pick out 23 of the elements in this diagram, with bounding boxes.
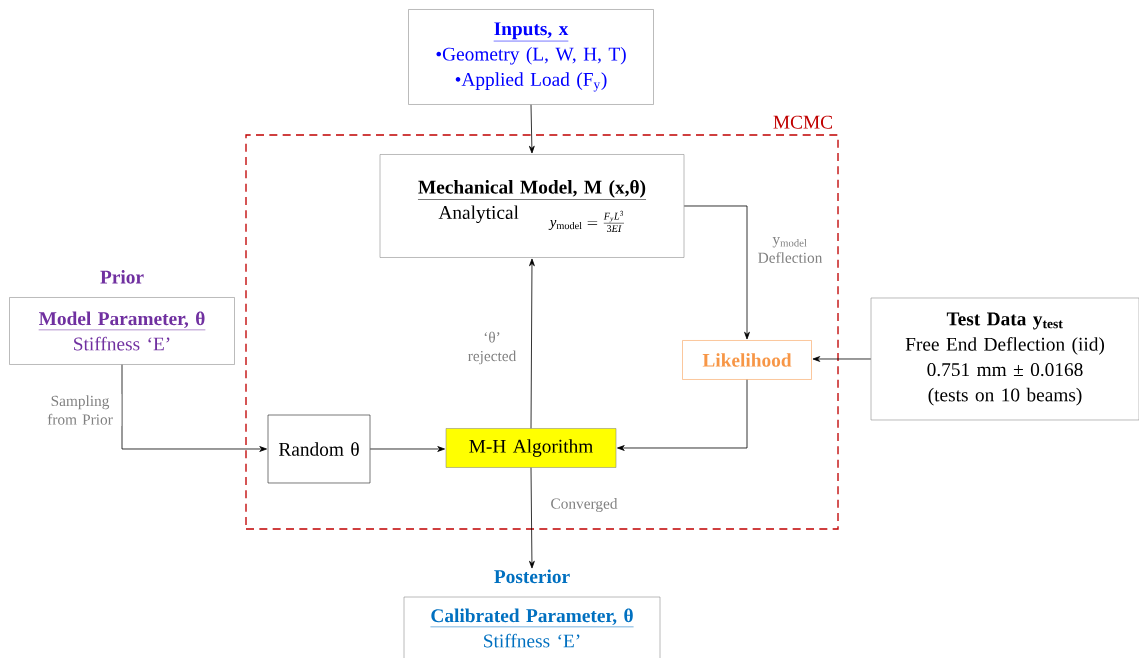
parameter-box: Model Parameter, θ Stiffness ‘E’ — [9, 297, 235, 365]
heading: MCMC — [773, 115, 832, 129]
arrow — [529, 258, 535, 429]
edge-label: Sampling from Prior — [38, 393, 122, 427]
heading: Prior — [100, 270, 144, 284]
parameter-box: Calibrated Parameter, θ Stiffness ‘E’ — [403, 596, 661, 658]
algorithm-box: M-H Algorithm — [445, 428, 617, 468]
test-data-box: Test Data y$_{test}$ Free End Deflection (iid) 0.751 mm ± 0.0168 (tests on 10 beams) — [870, 297, 1139, 421]
arrow — [529, 467, 535, 569]
arrow — [812, 356, 872, 362]
input-box: Inputs, x •Geometry (L, W, H, T) •Applied Load (F$_{y}$) — [408, 9, 654, 105]
edge-label: ‘θ’ rejected — [460, 330, 524, 366]
edge-label: y$_{model}$ Deflection — [753, 235, 827, 265]
arrow — [683, 205, 750, 340]
likelihood-box: Likelihood — [682, 340, 812, 380]
heading: Posterior — [494, 569, 570, 584]
edge-label: Converged — [542, 496, 626, 514]
model-box: Mechanical Model, M (x,θ) Analytical $y_{\mathrm{model}} = \frac{F_{y}L^{3}}{3EI}$ — [379, 154, 685, 258]
arrow — [369, 446, 445, 452]
arrow — [529, 104, 535, 154]
arrow — [617, 379, 748, 451]
arrow — [121, 364, 267, 452]
process-box: Random θ — [267, 414, 371, 484]
